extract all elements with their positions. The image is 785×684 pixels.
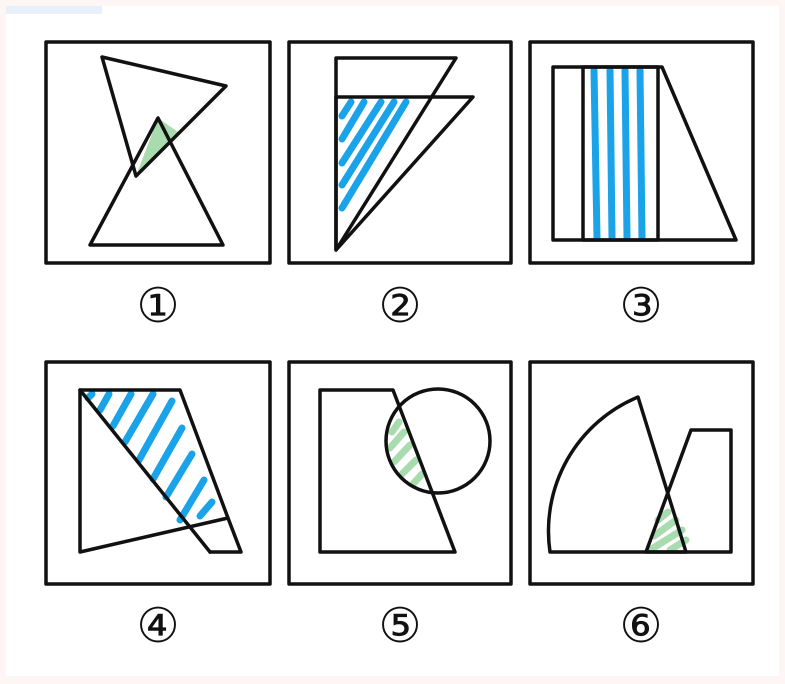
- figure-4: [44, 360, 272, 586]
- figure-5-circle: [384, 387, 492, 495]
- figure-3-trapezoid: [581, 65, 738, 242]
- figure-1: [44, 40, 272, 265]
- figure-1-label: ①: [136, 278, 179, 334]
- figure-3: [528, 40, 755, 265]
- figure-6: [528, 360, 755, 586]
- figure-6-trapezoid: [644, 428, 733, 554]
- figure-5: [287, 360, 513, 586]
- figure-6-frame: [528, 360, 755, 586]
- figure-3-frame: [528, 40, 755, 265]
- figure-6-label: ⑥: [619, 598, 662, 654]
- figure-2-frame: [287, 40, 513, 265]
- corner-tab: [6, 6, 102, 14]
- figure-6-sector: [546, 395, 688, 554]
- figure-1-overlap-region: [136, 118, 178, 176]
- figure-4-label: ④: [136, 598, 179, 654]
- figure-5-frame: [287, 360, 513, 586]
- figure-4-hatching: [84, 390, 216, 524]
- figure-4-diagonal: [78, 388, 212, 554]
- figure-5-label: ⑤: [378, 598, 421, 654]
- figure-4-lower-edge: [208, 516, 243, 554]
- figure-labels: ① ② ③ ④ ⑤ ⑥: [136, 278, 662, 654]
- figure-2-back-triangle: [334, 56, 458, 252]
- figure-5-trapezoid: [318, 388, 457, 554]
- figure-1-upper-triangle: [100, 55, 228, 178]
- figure-4-frame: [44, 360, 272, 586]
- figure-2: [287, 40, 513, 265]
- figure-1-frame: [44, 40, 272, 265]
- figure-2-front-triangle: [334, 95, 475, 252]
- figure-2-hatching: [338, 98, 410, 212]
- figure-2-label: ②: [378, 278, 421, 334]
- figure-3-label: ③: [619, 278, 662, 334]
- figure-3-hatching: [590, 66, 646, 242]
- figure-1-lower-triangle: [88, 116, 225, 247]
- figure-5-hatching: [386, 418, 426, 488]
